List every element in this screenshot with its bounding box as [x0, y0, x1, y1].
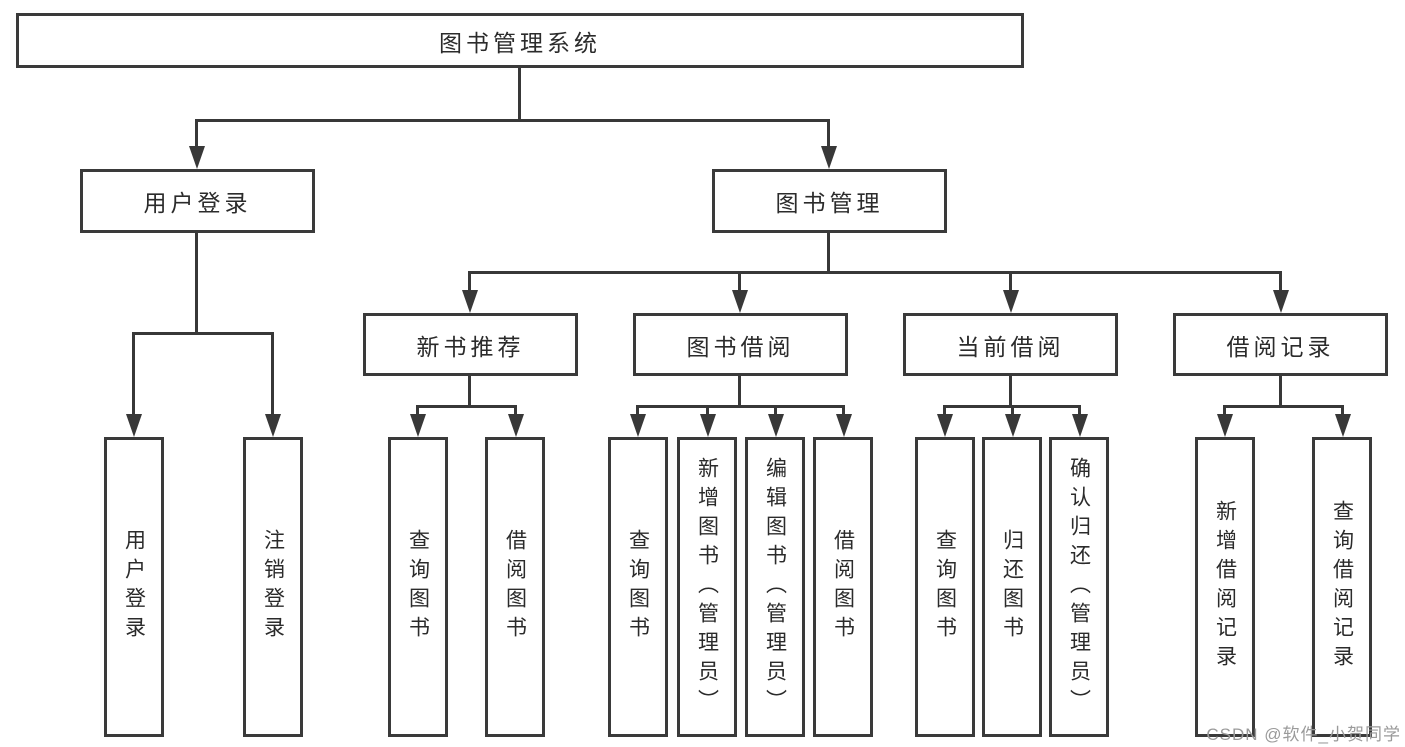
- connector-userlogin-trunk: [195, 233, 198, 335]
- leaf-confirm-return-admin: 确认归还（管理员）: [1049, 437, 1109, 737]
- connector-stub: [706, 405, 709, 418]
- connector-stub: [1223, 405, 1226, 418]
- connector-current-trunk: [1009, 376, 1012, 408]
- arrow-down-icon: [1217, 414, 1233, 437]
- leaf-query-borrow-record: 查询借阅记录: [1312, 437, 1372, 737]
- leaf-query-book-current: 查询图书: [915, 437, 975, 737]
- connector-stub: [842, 405, 845, 418]
- connector-stub: [132, 332, 135, 417]
- leaf-borrow-book-recommend: 借阅图书: [485, 437, 545, 737]
- leaf-label: 归还图书: [1000, 529, 1024, 645]
- leaf-borrow-book: 借阅图书: [813, 437, 873, 737]
- connector-recommend-trunk: [468, 376, 471, 408]
- leaf-label: 新增图书（管理员）: [695, 456, 719, 718]
- leaf-user-login: 用户登录: [104, 437, 164, 737]
- leaf-label: 借阅图书: [503, 529, 527, 645]
- connector-borrow-trunk: [738, 376, 741, 408]
- node-book-borrow: 图书借阅: [633, 313, 848, 376]
- node-current-borrow: 当前借阅: [903, 313, 1118, 376]
- arrow-down-icon: [937, 414, 953, 437]
- leaf-query-book-borrow: 查询图书: [608, 437, 668, 737]
- arrow-down-icon: [1005, 414, 1021, 437]
- leaf-label: 查询图书: [406, 529, 430, 645]
- node-root: 图书管理系统: [16, 13, 1024, 68]
- leaf-return-book: 归还图书: [982, 437, 1042, 737]
- connector-stub: [1011, 405, 1014, 418]
- leaf-label: 确认归还（管理员）: [1067, 456, 1091, 718]
- connector-split-userlogin: [132, 332, 274, 335]
- arrow-down-icon: [410, 414, 426, 437]
- connector-stub: [636, 405, 639, 418]
- connector-stub: [271, 332, 274, 417]
- arrow-down-icon: [508, 414, 524, 437]
- node-book-management: 图书管理: [712, 169, 947, 233]
- leaf-logout: 注销登录: [243, 437, 303, 737]
- connector-split-level2: [195, 119, 830, 122]
- connector-split-borrow: [636, 405, 845, 408]
- connector-split-level3: [468, 271, 1282, 274]
- arrow-down-icon: [700, 414, 716, 437]
- leaf-query-book-recommend: 查询图书: [388, 437, 448, 737]
- leaf-add-book-admin: 新增图书（管理员）: [677, 437, 737, 737]
- leaf-add-borrow-record: 新增借阅记录: [1195, 437, 1255, 737]
- connector-stub: [1341, 405, 1344, 418]
- connector-stub: [1009, 271, 1012, 293]
- connector-split-recommend: [416, 405, 517, 408]
- csdn-watermark: CSDN @软件_小贺同学: [1206, 725, 1401, 744]
- connector-stub: [738, 271, 741, 293]
- connector-stub: [468, 271, 471, 293]
- arrow-down-icon: [265, 414, 281, 437]
- leaf-label: 新增借阅记录: [1213, 500, 1237, 674]
- connector-split-records: [1223, 405, 1344, 408]
- arrow-down-icon: [836, 414, 852, 437]
- leaf-label: 查询借阅记录: [1330, 500, 1354, 674]
- node-user-login: 用户登录: [80, 169, 315, 233]
- connector-records-trunk: [1279, 376, 1282, 408]
- arrow-down-icon: [821, 146, 837, 169]
- connector-stub: [416, 405, 419, 418]
- leaf-label: 编辑图书（管理员）: [763, 456, 787, 718]
- arrow-down-icon: [189, 146, 205, 169]
- arrow-down-icon: [126, 414, 142, 437]
- connector-stub: [195, 119, 198, 149]
- connector-stub: [514, 405, 517, 418]
- arrow-down-icon: [1273, 290, 1289, 313]
- leaf-label: 查询图书: [933, 529, 957, 645]
- leaf-label: 借阅图书: [831, 529, 855, 645]
- arrow-down-icon: [462, 290, 478, 313]
- node-new-book-recommend: 新书推荐: [363, 313, 578, 376]
- connector-stub: [943, 405, 946, 418]
- connector-stub: [1078, 405, 1081, 418]
- leaf-label: 查询图书: [626, 529, 650, 645]
- connector-stub: [774, 405, 777, 418]
- arrow-down-icon: [732, 290, 748, 313]
- connector-stub: [827, 119, 830, 149]
- arrow-down-icon: [1072, 414, 1088, 437]
- arrow-down-icon: [1335, 414, 1351, 437]
- arrow-down-icon: [630, 414, 646, 437]
- leaf-label: 注销登录: [261, 529, 285, 645]
- node-borrow-records: 借阅记录: [1173, 313, 1388, 376]
- connector-bookmgmt-trunk: [827, 233, 830, 274]
- connector-stub: [1279, 271, 1282, 293]
- connector-root-trunk: [518, 68, 521, 122]
- arrow-down-icon: [768, 414, 784, 437]
- arrow-down-icon: [1003, 290, 1019, 313]
- leaf-label: 用户登录: [122, 529, 146, 645]
- leaf-edit-book-admin: 编辑图书（管理员）: [745, 437, 805, 737]
